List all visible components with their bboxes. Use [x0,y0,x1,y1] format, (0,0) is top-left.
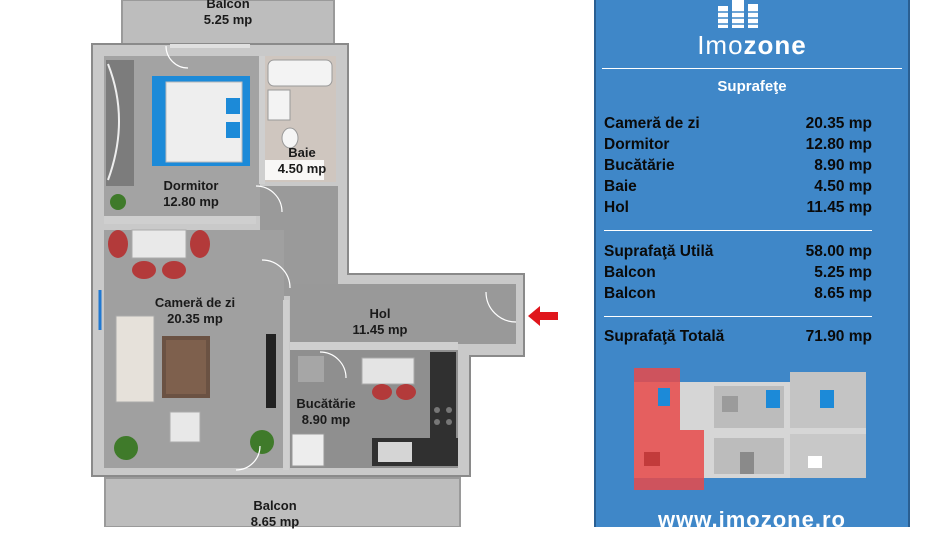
room-area: 20.35 mp [167,311,223,326]
area-value: 8.90 mp [814,157,872,174]
entrance-arrow-icon [528,306,558,326]
dining-table [131,229,187,259]
wardrobe [106,60,134,186]
fridge [291,433,325,467]
divider [604,316,872,317]
room-area: 8.90 mp [301,412,351,427]
balcony-label: Balcon [604,264,656,281]
room-area: 8.65 mp [250,514,300,529]
kitchen-table [361,357,415,385]
useful-area-label: Suprafaţă Utilă [604,243,714,260]
area-value: 4.50 mp [814,178,872,195]
room-area: 11.45 mp [352,322,408,337]
area-label: Cameră de zi [604,115,700,132]
plant-bedroom [110,194,126,210]
room-label-bathroom: Baie 4.50 mp [278,145,326,177]
balcony-row: Balcon 5.25 mp [604,264,872,282]
header-divider [602,68,902,69]
sink [378,442,412,462]
floor-plan-drawing [91,0,558,528]
sofa [115,315,155,403]
total-area-label: Suprafaţă Totală [604,328,725,345]
room-label-balcony-bottom: Balcon 8.65 mp [251,498,299,530]
area-row: Baie 4.50 mp [604,178,872,196]
website-url[interactable]: www.imozone.ro [658,507,846,532]
brand-bold: zone [743,30,807,60]
plant-living-1 [114,436,138,460]
room-name: Balcon [206,0,250,11]
balcony-bottom [105,478,460,527]
room-label-living: Cameră de zi 20.35 mp [155,295,235,327]
coffee-table [169,411,201,443]
room-name: Bucătărie [296,396,356,411]
useful-area-row: Suprafaţă Utilă 58.00 mp [604,243,872,261]
balcony-value: 8.65 mp [814,285,872,302]
room-name: Hol [369,306,391,321]
area-row: Dormitor 12.80 mp [604,136,872,154]
area-label: Bucătărie [604,157,675,174]
balcony-value: 5.25 mp [814,264,872,281]
area-row: Cameră de zi 20.35 mp [604,115,872,133]
area-label: Baie [604,178,637,195]
area-value: 20.35 mp [805,115,872,132]
area-label: Hol [604,199,629,216]
total-area-row: Suprafaţă Totală 71.90 mp [604,328,872,346]
area-row: Bucătărie 8.90 mp [604,157,872,175]
building-overview-plan [630,368,870,490]
area-value: 12.80 mp [805,136,872,153]
balcony-label: Balcon [604,285,656,302]
divider [604,230,872,231]
room-name: Cameră de zi [154,295,236,310]
tv [266,334,276,408]
useful-area-value: 58.00 mp [805,243,872,260]
buildings-logo-icon [718,0,758,28]
section-title: Suprafeţe [717,78,787,95]
brand-light: Imo [697,30,744,60]
total-area-value: 71.90 mp [805,328,872,345]
bathtub [267,59,333,87]
area-row: Hol 11.45 mp [604,199,872,217]
hall-floor [290,284,516,344]
room-area: 12.80 mp [163,194,219,209]
room-label-hall: Hol 11.45 mp [353,306,408,338]
info-panel: Imozone Suprafeţe Cameră de zi 20.35 mp … [594,0,910,532]
brand-logo: Imozone [596,30,908,61]
room-label-bedroom: Dormitor 12.80 mp [163,178,219,210]
floor-plan: Balcon 5.25 mp Dormitor 12.80 mp Baie 4.… [91,0,558,530]
room-label-balcony-top: Balcon 5.25 mp [204,0,252,28]
room-area: 4.50 mp [277,161,327,176]
room-area: 5.25 mp [203,12,253,27]
room-name: Dormitor [163,178,219,193]
area-value: 11.45 mp [806,199,873,216]
room-name: Baie [288,145,316,160]
area-label: Dormitor [604,136,670,153]
balcony-top [122,0,334,46]
plant-living-2 [250,430,274,454]
room-label-kitchen: Bucătărie 8.90 mp [296,396,355,428]
room-name: Balcon [253,498,297,513]
balcony-row: Balcon 8.65 mp [604,285,872,303]
